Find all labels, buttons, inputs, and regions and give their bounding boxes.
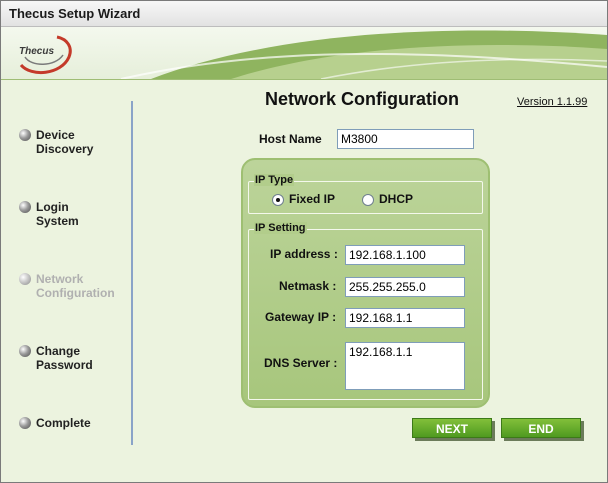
fixed-ip-radio[interactable] — [272, 194, 284, 206]
end-button[interactable]: END — [501, 418, 581, 438]
ip-address-label: IP address : — [270, 247, 338, 261]
title-bar: Thecus Setup Wizard — [1, 1, 607, 27]
step-bullet-icon — [19, 129, 31, 141]
next-button[interactable]: NEXT — [412, 418, 492, 438]
version-link[interactable]: Version 1.1.99 — [517, 96, 588, 108]
window-title: Thecus Setup Wizard — [9, 6, 141, 21]
page-title: Network Configuration — [265, 89, 459, 109]
netmask-input[interactable] — [345, 277, 465, 297]
step-bullet-icon — [19, 345, 31, 357]
header-banner: Thecus — [1, 27, 607, 80]
fixed-ip-label: Fixed IP — [289, 192, 336, 206]
banner-swoosh-graphic — [120, 30, 607, 79]
logo-text: Thecus — [19, 46, 55, 57]
sidebar-item-label: Complete — [36, 416, 91, 430]
gateway-ip-label: Gateway IP : — [265, 310, 337, 324]
ip-setting-group: IP Setting IP address : Netmask : Gatewa… — [248, 222, 483, 400]
ip-type-group: IP Type Fixed IP DHCP — [248, 174, 483, 214]
dhcp-radio[interactable] — [362, 194, 374, 206]
sidebar-item-complete[interactable]: Complete — [19, 416, 91, 430]
netmask-label: Netmask : — [279, 279, 337, 293]
step-bullet-icon — [19, 417, 31, 429]
gateway-ip-input[interactable] — [345, 308, 465, 328]
ip-type-group-title: IP Type — [254, 174, 295, 186]
step-bullet-icon — [19, 201, 31, 213]
ip-address-input[interactable] — [345, 245, 465, 265]
dhcp-label: DHCP — [379, 192, 414, 206]
thecus-logo-icon — [19, 35, 72, 75]
dns-server-label: DNS Server : — [264, 356, 338, 370]
host-name-input[interactable] — [337, 129, 474, 149]
step-bullet-icon — [19, 273, 31, 285]
ip-setting-group-title: IP Setting — [254, 222, 307, 234]
network-settings-panel: IP Type Fixed IP DHCP IP Setting IP addr… — [241, 158, 490, 408]
host-name-label: Host Name — [259, 132, 322, 146]
sidebar-divider — [131, 101, 133, 445]
dns-server-textarea[interactable]: 192.168.1.1 — [345, 342, 465, 390]
